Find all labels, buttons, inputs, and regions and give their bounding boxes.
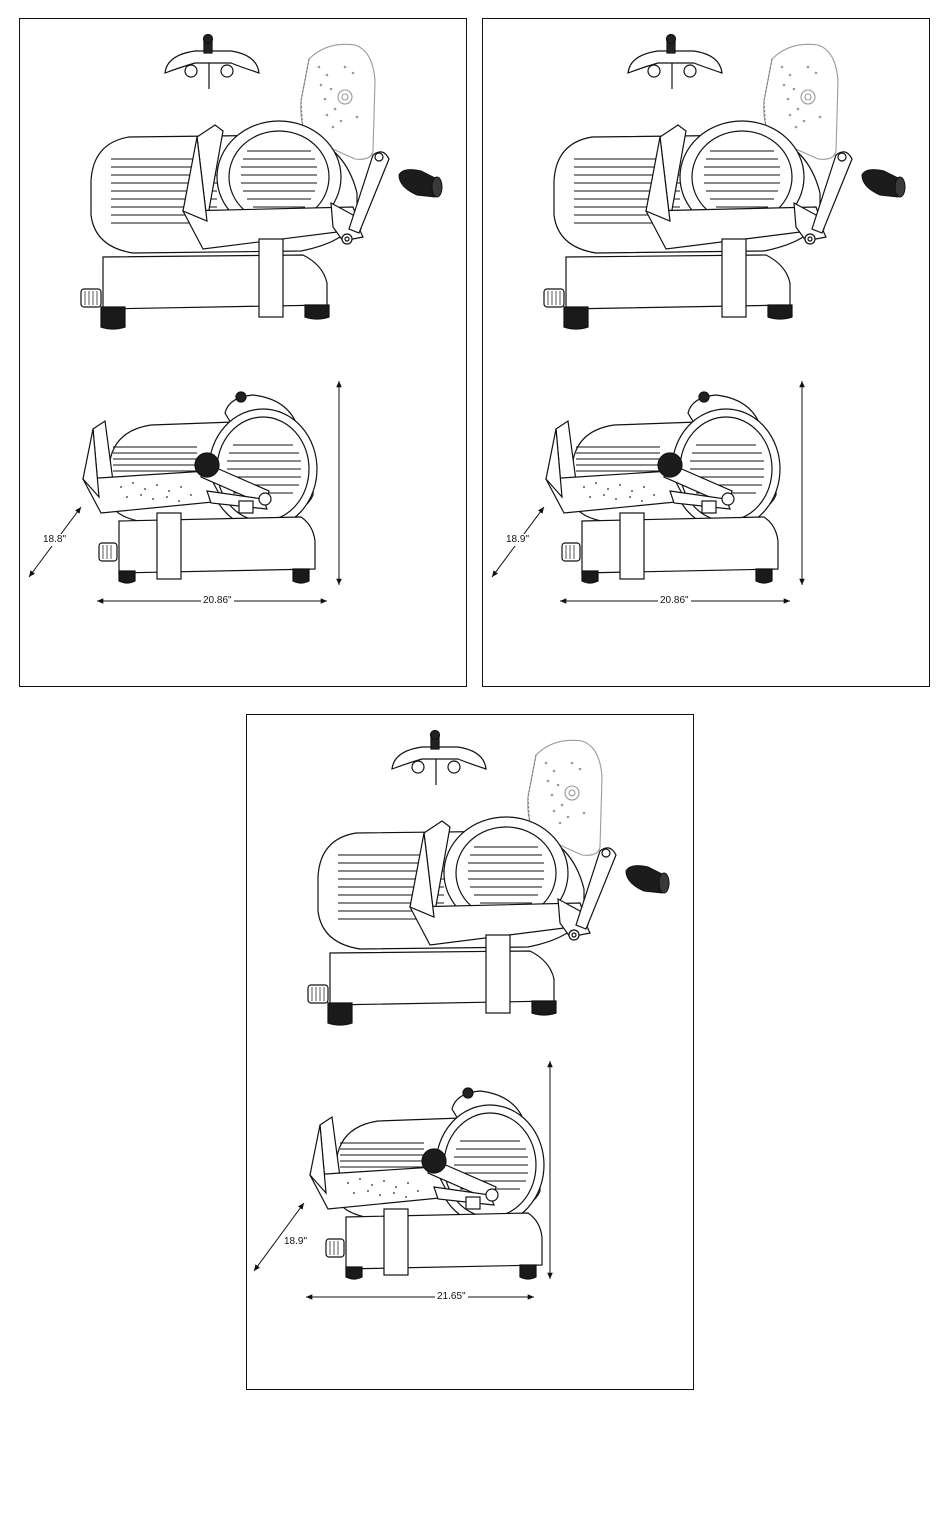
assembled-view	[546, 392, 780, 583]
exploded-view	[81, 35, 442, 330]
depth-label: 18.8"	[41, 534, 68, 546]
slicer-illustration-1	[20, 19, 468, 688]
diagram-panel-1: 18.8" 20.86"	[19, 18, 467, 687]
width-label: 20.86"	[658, 595, 691, 607]
assembled-view	[310, 1088, 544, 1279]
diagram-panel-3: 18.9" 21.65"	[246, 714, 694, 1390]
slicer-illustration-2	[483, 19, 931, 688]
diagram-panel-2: 18.9" 20.86"	[482, 18, 930, 687]
width-label: 20.86"	[201, 595, 234, 607]
depth-label: 18.9"	[504, 534, 531, 546]
width-label: 21.65"	[435, 1291, 468, 1303]
exploded-view	[544, 35, 905, 330]
exploded-view	[308, 731, 669, 1026]
depth-label: 18.9"	[282, 1236, 309, 1248]
slicer-illustration-3	[247, 715, 695, 1391]
assembled-view	[83, 392, 317, 583]
